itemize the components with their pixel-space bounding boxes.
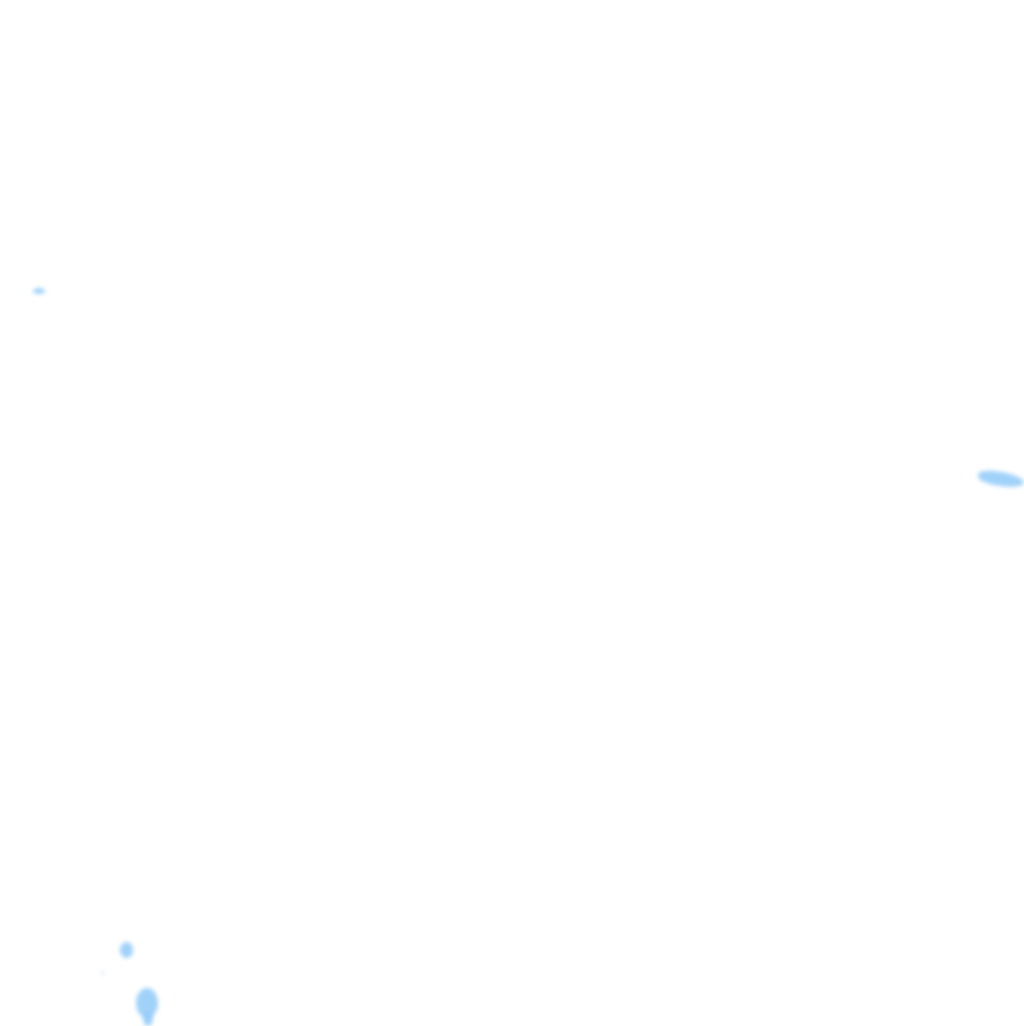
blob-faint: [100, 970, 106, 976]
blob-bottom-small: [120, 942, 133, 958]
blob-bottom-tail: [143, 1012, 153, 1026]
blob-right: [977, 468, 1024, 490]
blob-left: [33, 288, 45, 294]
blob-bottom-large: [136, 988, 158, 1018]
